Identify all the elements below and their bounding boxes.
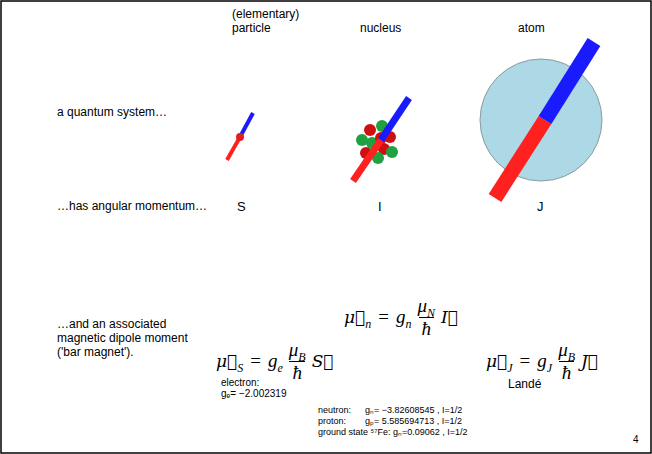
math-symbol: J⃗ <box>581 351 598 371</box>
fraction: μBħ <box>556 340 577 383</box>
magnet-north <box>240 113 253 137</box>
math-subscript: B <box>568 351 575 364</box>
column-heading: atom <box>518 22 545 36</box>
note-text: gₑ= −2.002319 <box>221 388 286 400</box>
note-text: Landé <box>508 378 541 392</box>
math-operator: = <box>378 306 389 328</box>
math-symbol: g <box>537 350 547 372</box>
math-symbol: g <box>268 350 278 372</box>
note-text: electron: <box>221 377 259 389</box>
math-symbol: μ⃗ <box>344 307 365 327</box>
numerator: μN <box>415 296 437 317</box>
fraction: μNħ <box>415 296 437 339</box>
note-text: gₙ= −3.82608545 , I=1/2 <box>365 405 462 415</box>
math-symbol: μ <box>558 340 568 360</box>
math-symbol: μ⃗ <box>486 351 507 371</box>
math-symbol: μ⃗S <box>216 351 243 371</box>
math-subscript: B <box>298 351 305 364</box>
math-symbol: gn <box>396 306 412 328</box>
page-number: 4 <box>633 434 639 446</box>
column-heading: nucleus <box>360 22 401 36</box>
note-text: ground state ⁵⁷Fe: gₙ=0.09062 , I=1/2 <box>318 427 468 437</box>
math-subscript: S <box>237 361 243 376</box>
math-symbol: I⃗ <box>441 307 458 327</box>
row-text: …has angular momentum… <box>57 200 207 214</box>
math-subscript: N <box>427 307 435 320</box>
math-symbol: g <box>396 306 406 328</box>
fraction: μBħ <box>287 340 308 383</box>
numerator: μB <box>287 340 308 361</box>
note-text: proton: <box>318 416 346 426</box>
formula: μ⃗n=gnμNħI⃗ <box>344 296 458 339</box>
row-text: …and an associated magnetic dipole momen… <box>57 318 202 359</box>
math-symbol: μ <box>289 340 299 360</box>
math-subscript: J <box>547 361 552 376</box>
math-subscript: J <box>507 361 512 376</box>
math-symbol: gJ <box>537 350 552 372</box>
denominator: ħ <box>559 361 575 383</box>
math-symbol: μ⃗n <box>344 307 371 327</box>
particle-dot <box>236 133 244 141</box>
math-symbol: μ <box>417 296 427 316</box>
math-subscript: n <box>405 317 411 332</box>
column-heading: (elementary) particle <box>232 8 312 36</box>
note-text: gₚ= 5.585694713 , I=1/2 <box>365 416 462 426</box>
denominator: ħ <box>419 317 435 339</box>
math-symbol: ge <box>268 350 283 372</box>
math-symbol: μ⃗J <box>486 351 513 371</box>
magnet-south <box>353 140 381 181</box>
formula: μ⃗J=gJμBħJ⃗ <box>486 340 598 383</box>
math-symbol: S⃗ <box>312 351 334 371</box>
magnet-north <box>381 98 409 140</box>
magnet-north <box>545 42 594 120</box>
formula: μ⃗S=geμBħS⃗ <box>216 340 334 383</box>
math-symbol: μ⃗ <box>216 351 237 371</box>
math-symbol: I⃗ <box>441 307 458 327</box>
symbol-label: I <box>378 200 382 215</box>
numerator: μB <box>556 340 577 361</box>
symbol-label: J <box>537 200 544 215</box>
symbol-label: S <box>237 200 246 215</box>
magnet-south <box>495 120 545 198</box>
row-text: a quantum system… <box>57 106 167 120</box>
math-operator: = <box>520 350 531 372</box>
math-operator: = <box>250 350 261 372</box>
denominator: ħ <box>289 361 305 383</box>
math-subscript: e <box>277 361 282 376</box>
math-symbol: J⃗ <box>581 351 598 371</box>
note-text: neutron: <box>318 405 351 415</box>
math-subscript: n <box>365 317 371 332</box>
math-symbol: S⃗ <box>312 351 334 371</box>
